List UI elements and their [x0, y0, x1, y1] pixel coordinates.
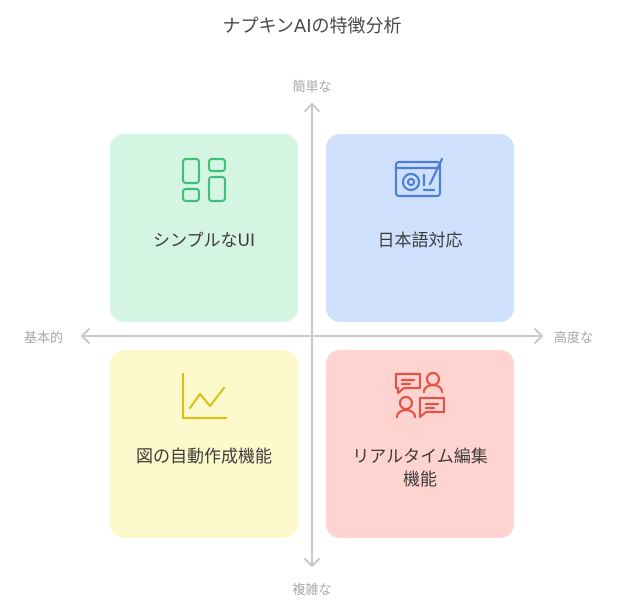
- tablet-device-icon: [394, 157, 444, 198]
- quadrant-label: 図の自動作成機能: [136, 447, 272, 467]
- quadrant-simple-ui: シンプルなUI: [110, 134, 298, 322]
- layout-grid-icon: [181, 157, 227, 203]
- arrow-up-icon: [304, 103, 320, 112]
- quadrant-label-line-2: 機能: [403, 470, 437, 490]
- arrow-down-icon: [304, 558, 320, 567]
- quadrant-label: 日本語対応: [377, 231, 463, 251]
- quadrant-japanese-support: 日本語対応: [326, 134, 514, 322]
- arrow-left-icon: [81, 328, 90, 344]
- quadrant-label-line-1: リアルタイム編集: [352, 447, 488, 467]
- axis-label-right: 高度な: [554, 331, 594, 346]
- axis-label-top: 簡単な: [292, 80, 332, 95]
- quadrant-realtime-edit: リアルタイム編集 機能: [326, 350, 514, 538]
- axis-label-bottom: 複雑な: [292, 583, 332, 598]
- axis-label-left: 基本的: [24, 331, 64, 346]
- quadrant-label: シンプルなUI: [153, 231, 255, 251]
- page-title: ナプキンAIの特徴分析: [222, 16, 402, 37]
- chat-users-icon: [394, 371, 446, 419]
- quadrant-auto-diagram: 図の自動作成機能: [110, 350, 298, 538]
- arrow-right-icon: [534, 328, 543, 344]
- quadrant-label: リアルタイム編集 機能: [326, 446, 514, 492]
- line-chart-icon: [181, 372, 228, 420]
